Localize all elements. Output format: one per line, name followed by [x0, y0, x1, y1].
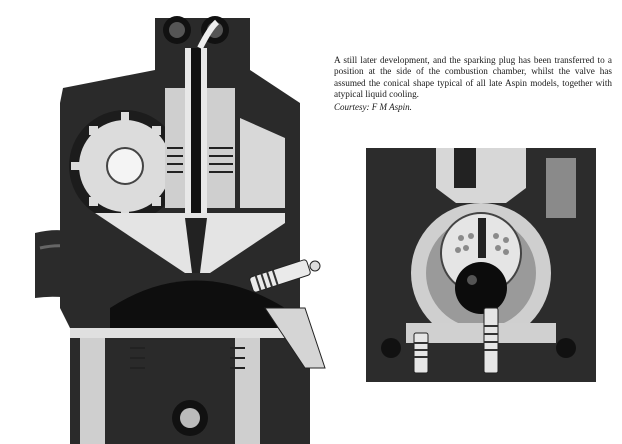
rotary-valve-illustration	[366, 148, 596, 382]
caption-text: A still later development, and the spark…	[334, 55, 612, 100]
figure-caption: A still later development, and the spark…	[334, 55, 612, 113]
caption-credit: Courtesy: F M Aspin.	[334, 101, 412, 112]
engine-cutaway-illustration	[35, 16, 326, 444]
